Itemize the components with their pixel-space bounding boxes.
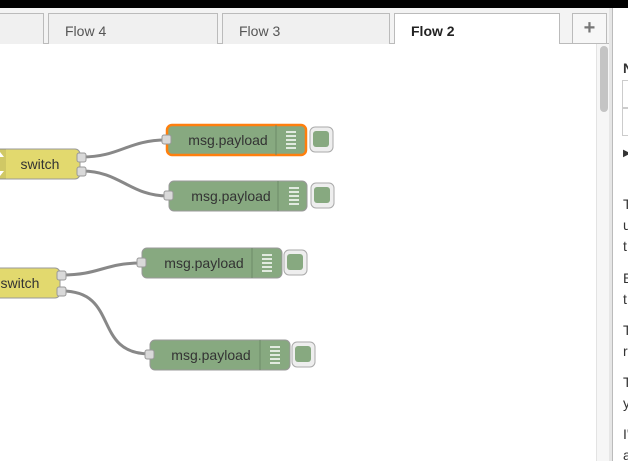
debug-list-icon (270, 346, 280, 364)
tab-flow-4[interactable]: Flow 4 (48, 13, 218, 44)
output-port[interactable] (56, 286, 67, 297)
sidebar-heading: N (623, 60, 628, 76)
debug-list-icon (286, 131, 296, 149)
sidebar-text: r (623, 343, 628, 359)
wires (61, 138, 169, 356)
wire[interactable] (61, 261, 143, 277)
debug-label: msg.payload (171, 347, 250, 363)
tab-label: Flow 3 (239, 23, 281, 39)
debug-label: msg.payload (164, 255, 243, 271)
debug-node-1[interactable]: msg.payload (161, 123, 334, 157)
info-sidebar: N ▶ T u t E t T r T y I' a (612, 8, 628, 461)
debug-toggle-indicator (314, 187, 330, 203)
plus-icon: + (583, 17, 596, 39)
window-top-bar (0, 0, 628, 8)
input-port[interactable] (136, 257, 147, 268)
sidebar-text: T (623, 374, 628, 390)
input-port[interactable] (161, 134, 172, 145)
switch-icon (0, 152, 4, 176)
debug-toggle-indicator (295, 346, 311, 362)
flow-canvas[interactable]: switch switch msg.payload msg.payload (0, 44, 596, 461)
tab-flow-hidden[interactable] (0, 13, 44, 44)
debug-node-2[interactable]: msg.payload (163, 180, 335, 212)
debug-toggle-indicator (313, 131, 329, 147)
output-port[interactable] (76, 152, 87, 163)
sidebar-field[interactable] (622, 108, 628, 136)
debug-list-icon (262, 254, 272, 272)
sidebar-text: T (623, 322, 628, 338)
input-port[interactable] (163, 190, 174, 201)
add-tab-button[interactable]: + (572, 13, 607, 43)
output-port[interactable] (56, 270, 67, 281)
debug-list-icon (289, 187, 299, 205)
switch-label: switch (21, 156, 60, 172)
sidebar-text: u (623, 217, 628, 233)
switch-node-2[interactable]: switch (0, 267, 67, 299)
debug-label: msg.payload (191, 188, 270, 204)
sidebar-text: E (623, 270, 628, 286)
output-port[interactable] (76, 166, 87, 177)
wire[interactable] (61, 289, 151, 356)
debug-node-4[interactable]: msg.payload (144, 339, 316, 371)
switch-label: switch (1, 275, 40, 291)
input-port[interactable] (144, 349, 155, 360)
workspace-vertical-scrollbar[interactable] (596, 44, 612, 461)
debug-node-3[interactable]: msg.payload (136, 247, 308, 279)
tab-label: Flow 4 (65, 23, 107, 39)
expand-arrow-icon[interactable]: ▶ (623, 148, 628, 159)
wire[interactable] (81, 169, 169, 198)
switch-node-1[interactable]: switch (0, 148, 87, 180)
tab-flow-3[interactable]: Flow 3 (222, 13, 390, 44)
debug-toggle-indicator (287, 254, 303, 270)
scrollbar-thumb[interactable] (600, 46, 608, 112)
sidebar-text: a (623, 447, 628, 461)
tab-flow-2[interactable]: Flow 2 (394, 13, 560, 45)
sidebar-text: T (623, 196, 628, 212)
wire[interactable] (81, 138, 167, 159)
sidebar-text: y (623, 395, 628, 411)
sidebar-field[interactable] (622, 80, 628, 108)
sidebar-text: t (623, 291, 627, 307)
tab-label: Flow 2 (411, 23, 455, 39)
sidebar-text: I' (623, 426, 628, 442)
sidebar-resize-handle[interactable] (609, 8, 612, 461)
workspace-tab-bar: Flow 4 Flow 3 Flow 2 (0, 8, 612, 45)
sidebar-text: t (623, 238, 627, 254)
debug-label: msg.payload (188, 132, 267, 148)
